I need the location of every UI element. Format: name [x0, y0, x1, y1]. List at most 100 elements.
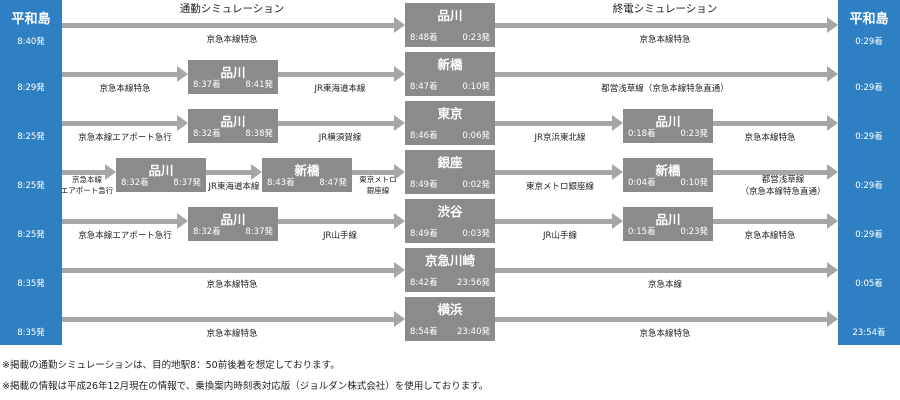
row-5-return-seg-1-arrow-band [495, 219, 613, 224]
row-3-return-seg-end-arrowhead [827, 115, 838, 131]
row-5-outbound-transfer-station-name: 品川 [220, 212, 246, 227]
row-2-return-seg-end-arrowhead [827, 66, 838, 82]
row-2-departure-time: 8:29発 [17, 83, 45, 93]
row-4-outbound-transfer-station-arrival-time: 8:32着 [121, 178, 149, 188]
row-1-outbound-seg-end-arrowhead [394, 17, 405, 33]
row-7-return-line-label: 京急本線特急 [639, 329, 691, 339]
row-4-outbound-seg-1-arrow-band [62, 170, 106, 175]
row-3-destination-station-arrival-time: 8:46着 [410, 131, 438, 141]
row-3-outbound-line-label: JR横須賀線 [318, 133, 362, 143]
row-5-departure-time: 8:25発 [17, 230, 45, 240]
row-4-outbound-seg-1-arrowhead [105, 164, 116, 180]
row-6-outbound-line-label: 京急本線特急 [206, 280, 258, 290]
row-1-outbound-line-label: 京急本線特急 [206, 35, 258, 45]
row-4-outbound-line-label-line: 京急本線 [72, 175, 102, 184]
row-4-outbound-line-label: 東京メトロ銀座線 [359, 174, 397, 196]
row-5-return-seg-end-arrowhead [827, 213, 838, 229]
last-train-simulation-heading: 終電シミュレーション [612, 3, 718, 15]
row-1-arrival-time: 0:29着 [855, 37, 883, 47]
row-4-return-line-label: 東京メトロ銀座線 [525, 182, 595, 192]
row-4-outbound-seg-3-arrowhead [251, 164, 262, 180]
row-5-outbound-line-label: 京急本線エアポート急行 [78, 231, 172, 241]
row-7-outbound-seg-end-arrow-band [62, 317, 395, 322]
row-2-destination-station-arrival-time: 8:47着 [410, 82, 438, 92]
row-1-outbound-seg-end-arrow-band [62, 23, 395, 28]
row-3-return-seg-end-arrow-band [713, 121, 828, 126]
row-2-outbound-seg-1-arrowhead [177, 66, 188, 82]
row-1-departure-time: 8:40発 [17, 37, 45, 47]
row-4-outbound-line-label-line: エアポート急行 [60, 186, 114, 195]
row-3-arrival-time: 0:29着 [855, 132, 883, 142]
row-3-outbound-transfer-station-arrival-time: 8:32着 [193, 129, 221, 139]
row-6-destination-station-arrival-time: 8:42着 [410, 278, 438, 288]
row-3-outbound-transfer-station-departure-time: 8:38発 [245, 129, 273, 139]
row-4-destination-station-name: 銀座 [437, 155, 463, 170]
origin-column: 平和島 [0, 0, 62, 345]
row-4-outbound-transfer-station-departure-time: 8:47発 [319, 178, 347, 188]
row-7-arrival-time: 23:54着 [852, 328, 886, 338]
row-5-outbound-seg-end-arrow-band [278, 219, 395, 224]
row-5-outbound-line-label: JR山手線 [323, 231, 357, 241]
row-3-return-transfer-station-departure-time: 0:23発 [680, 129, 708, 139]
row-7-destination-station-departure-time: 23:40発 [457, 327, 490, 337]
destination-column: 平和島 [838, 0, 900, 345]
row-7-destination-station-arrival-time: 8:54着 [410, 327, 438, 337]
row-7-return-seg-end-arrow-band [495, 317, 828, 322]
row-3-departure-time: 8:25発 [17, 132, 45, 142]
row-4-outbound-line-label-line: 東京メトロ [359, 175, 397, 184]
row-4-return-seg-1-arrowhead [612, 164, 623, 180]
row-1-destination-station-departure-time: 0:23発 [462, 33, 490, 43]
row-2-outbound-seg-end-arrowhead [394, 66, 405, 82]
row-7-outbound-seg-end-arrowhead [394, 311, 405, 327]
row-5-destination-station-arrival-time: 8:49着 [410, 229, 438, 239]
row-4-return-seg-1-arrow-band [495, 170, 613, 175]
row-7-outbound-line-label: 京急本線特急 [206, 329, 258, 339]
row-4-outbound-seg-end-arrowhead [394, 164, 405, 180]
row-6-return-line-label: 京急本線 [647, 280, 683, 290]
row-6-arrival-time: 0:05着 [855, 279, 883, 289]
row-3-outbound-seg-end-arrow-band [278, 121, 395, 126]
row-4-arrival-time: 0:29着 [855, 181, 883, 191]
row-6-destination-station-name: 京急川崎 [424, 253, 475, 268]
footnote-source: ※掲載の情報は平成26年12月現在の情報で、乗換案内時刻表対応版（ジョルダン株式… [2, 381, 489, 392]
row-1-return-seg-end-arrowhead [827, 17, 838, 33]
row-7-destination-station: 横浜 8:54着 23:40発 [405, 297, 495, 341]
row-2-return-seg-end-arrow-band [495, 72, 828, 77]
row-4-return-seg-end-arrowhead [827, 164, 838, 180]
row-2-arrival-time: 0:29着 [855, 83, 883, 93]
row-3-destination-station-name: 東京 [437, 106, 463, 121]
row-3-return-line-label: JR京浜東北線 [534, 133, 586, 143]
row-4-destination-station-departure-time: 0:02発 [462, 180, 490, 190]
row-4-return-seg-end-arrow-band [713, 170, 828, 175]
row-5-outbound-transfer-station-departure-time: 8:37発 [245, 227, 273, 237]
row-4-return-transfer-station-arrival-time: 0:04着 [628, 178, 656, 188]
row-6-return-seg-end-arrow-band [495, 268, 828, 273]
row-2-outbound-line-label: JR東海道本線 [314, 84, 366, 94]
row-3-return-seg-1-arrow-band [495, 121, 613, 126]
row-2-outbound-seg-1-arrow-band [62, 72, 178, 77]
row-2-outbound-seg-end-arrow-band [278, 72, 395, 77]
row-5-return-transfer-station-name: 品川 [655, 212, 681, 227]
footnote-commute: ※掲載の通勤シミュレーションは、目的地駅8：50前後着を想定しております。 [2, 360, 340, 371]
row-4-outbound-seg-3-arrow-band [206, 170, 252, 175]
row-4-return-transfer-station-departure-time: 0:10発 [680, 178, 708, 188]
row-7-destination-station-name: 横浜 [437, 302, 463, 317]
row-1-return-line-label: 京急本線特急 [639, 35, 691, 45]
row-5-return-line-label: 京急本線特急 [744, 231, 796, 241]
row-6-outbound-seg-end-arrow-band [62, 268, 395, 273]
row-1-destination-station-arrival-time: 8:48着 [410, 33, 438, 43]
row-6-return-seg-end-arrowhead [827, 262, 838, 278]
origin-station-title: 平和島 [11, 12, 51, 27]
row-4-return-line-label: 都営浅草線（京急本線特急直通） [740, 174, 825, 198]
row-3-return-transfer-station-arrival-time: 0:18着 [628, 129, 656, 139]
row-5-return-line-label: JR山手線 [543, 231, 577, 241]
row-5-return-seg-1-arrowhead [612, 213, 623, 229]
